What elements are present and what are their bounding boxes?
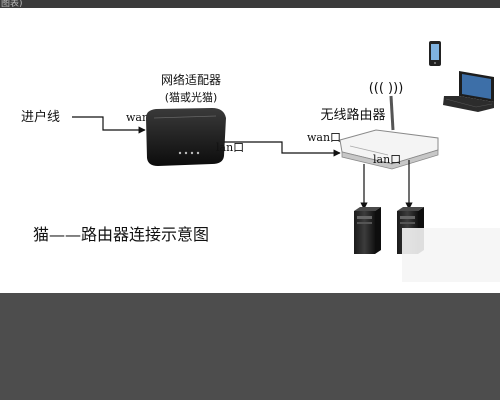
modem-lan-port-label: lan口 xyxy=(216,141,244,154)
modem-title: 网络适配器 xyxy=(161,72,221,87)
modem-subtitle: (猫或光猫) xyxy=(165,90,218,104)
top-breadcrumb: 图表) xyxy=(1,0,23,9)
router-device-icon xyxy=(339,95,439,170)
diagram-canvas: 进户线 网络适配器 (猫或光猫) wan口 lan口 wan口 ((( ))) … xyxy=(0,8,500,293)
modem-to-router-arrow xyxy=(224,141,341,157)
laptop-icon xyxy=(443,71,494,112)
incoming-line-label: 进户线 xyxy=(21,109,60,125)
desktop-pc-icon xyxy=(354,207,381,254)
wifi-signal-icon: ((( ))) xyxy=(369,81,404,96)
top-bar: 图表) xyxy=(0,0,500,9)
router-title: 无线路由器 xyxy=(320,107,385,123)
incoming-line-arrow xyxy=(72,116,146,134)
modem-device-icon xyxy=(146,108,226,166)
connection-diagram: 进户线 网络适配器 (猫或光猫) wan口 lan口 wan口 ((( ))) … xyxy=(21,41,500,282)
router-lan-port-label: lan口 xyxy=(373,153,401,166)
watermark-overlay xyxy=(402,228,500,282)
diagram-caption: 猫——路由器连接示意图 xyxy=(33,225,209,244)
router-wan-port-label: wan口 xyxy=(307,131,341,144)
smartphone-icon xyxy=(429,41,441,66)
bottom-dark-area xyxy=(0,293,500,400)
